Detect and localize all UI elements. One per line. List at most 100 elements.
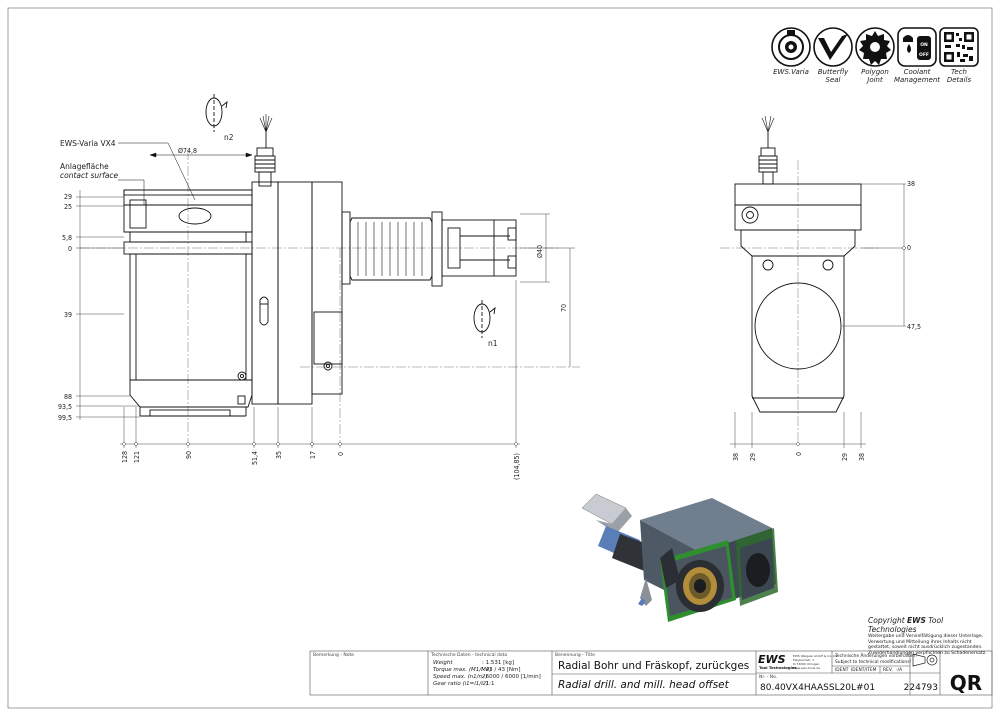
side-right-dimension-labels: 38 0 47,5 [907, 180, 921, 331]
icon-label-polygon-1: Polygon [861, 68, 889, 76]
drawing-title-en: Radial drill. and mill. head offset [558, 679, 730, 691]
left-dimension-labels: 29 25 5,8 0 39 88 93,5 99,5 [58, 193, 72, 422]
left-dim: 0 [68, 245, 72, 253]
coolant-off-text: OFF [919, 52, 929, 58]
part-no-label: Nr. - No. [759, 674, 777, 680]
side-dim: 47,5 [907, 323, 921, 331]
tech-row-value: : 1.531 [kg] [482, 660, 514, 666]
sheet-border [7, 7, 993, 709]
copyright-brand: EWS [907, 616, 926, 625]
company-address: D-73066 Uhingen [793, 662, 819, 666]
copyright-line: Zuwiderhandlungen verpflichten zu Schade… [868, 650, 987, 656]
rotation-n1-symbol [473, 300, 496, 338]
icon-label-tech-2: Details [947, 76, 972, 84]
side-dim: 38 [732, 453, 740, 461]
tech-details-qr-icon [939, 27, 979, 67]
left-dim: 29 [64, 193, 72, 201]
ews-varia-icon [771, 27, 811, 67]
copyright-notice: Copyright EWS Tool Technologies Weiterga… [868, 616, 993, 656]
company-logo: EWS Tool Technologies EWS Weigele GmbH &… [758, 653, 838, 670]
projection-symbol-icon [912, 653, 938, 667]
side-bottom-dimension-labels: 38 29 0 29 38 [732, 452, 866, 461]
contact-label-de: Anlagefläche [60, 162, 109, 171]
copyright-line: gestattet, soweit nicht ausdrücklich zug… [868, 645, 983, 651]
icon-label-ews-varia: EWS.Varia [773, 68, 809, 76]
front-view [76, 94, 580, 448]
rev-value: -/A [896, 667, 902, 673]
contact-label-en: contact surface [60, 171, 119, 180]
bottom-dim: 35 [275, 451, 283, 459]
copyright-title: Copyright EWS Tool Technologies [868, 616, 993, 634]
part-number: 80.40VX4HAASSL20L#01 [760, 683, 875, 693]
part-label: EWS-Varia VX4 [60, 139, 116, 148]
coolant-on-text: ON [920, 42, 928, 48]
qr-mark: QR [950, 671, 982, 695]
right-dim-70: 70 [560, 304, 568, 312]
icon-label-butterfly-2: Seal [826, 76, 841, 84]
icon-label-polygon-2: Joint [865, 76, 883, 84]
icon-label-butterfly-1: Butterfly [818, 68, 849, 76]
side-dim: 29 [841, 453, 849, 461]
title-block [309, 650, 993, 696]
bottom-dim: 121 [133, 451, 141, 463]
bottom-dim: 51,4 [251, 451, 259, 465]
left-dim: 25 [64, 203, 72, 211]
tech-row-value: : 6000 / 6000 [1/min] [482, 674, 541, 680]
polygon-joint-icon [855, 27, 895, 67]
side-dim: 38 [907, 180, 915, 188]
tech-row-label: Torque max. (M1/M2) [433, 667, 492, 673]
ews-logo-text: EWS [758, 653, 786, 666]
id-number: 224793 [904, 683, 938, 693]
left-dim: 39 [64, 311, 72, 319]
side-dim: 0 [907, 244, 911, 252]
rev-label: REV. [883, 667, 893, 673]
tech-row-value: : 1:1 [482, 681, 494, 687]
side-dim: 0 [795, 452, 803, 456]
bottom-dim: 128 [121, 451, 129, 463]
changes-notice-en: Subject to technical modifications! [835, 659, 911, 665]
tech-row-label: Speed max. (n1/n2) [433, 674, 488, 680]
left-dim: 99,5 [58, 414, 72, 422]
left-dim: 88 [64, 393, 72, 401]
tech-data-label: Technische Daten - technical data [430, 652, 507, 658]
bottom-dim: (104,85) [513, 453, 521, 480]
tech-row-label: Weight [433, 660, 453, 666]
diameter-top-dim: Ø74,8 [178, 147, 197, 155]
coolant-management-icon: ON OFF [897, 27, 937, 67]
company-address: EWS Weigele GmbH & Co. KG [793, 654, 838, 658]
drawing-title-de: Radial Bohr und Fräskopf, zurückges [558, 660, 749, 672]
company-address: www.ews-tools.de [793, 666, 820, 670]
copyright-brand-rest: Tool Technologies [868, 616, 944, 634]
isometric-product-render [581, 493, 778, 622]
remarks-label: Bemerkung - Note [313, 652, 354, 658]
icon-label-coolant-1: Coolant [904, 68, 931, 76]
side-dim: 38 [858, 453, 866, 461]
icon-label-tech-1: Tech [951, 68, 967, 76]
rotation-n2-label: n2 [224, 133, 234, 142]
rotation-n2-symbol [205, 94, 228, 132]
copyright-line: Verwertung und Mitteilung ihres Inhalts … [868, 639, 972, 645]
ident-label: IDENT [835, 667, 849, 673]
changes-notice-de: Technische Änderungen vorbehalten! [834, 652, 917, 659]
tech-row-label: Gear ratio (i1=i1/i2) [433, 681, 488, 687]
tech-row-value: : 43 / 43 [Nm] [482, 667, 520, 673]
ident-value: IDENT/ITEM [851, 667, 877, 673]
feature-icons: EWS.Varia Butterfly Seal Polygon Joint O… [771, 27, 979, 84]
company-address: Maybachstr. 1 [793, 658, 814, 662]
bottom-dim: 0 [337, 452, 345, 456]
diameter-spindle-dim: Ø40 [536, 245, 544, 258]
side-dim: 29 [749, 453, 757, 461]
left-dim: 5,8 [62, 234, 72, 242]
title-label: Benennung - Title [555, 652, 595, 658]
tech-data-rows: Weight : 1.531 [kg] Torque max. (M1/M2) … [433, 660, 541, 687]
ews-logo-sub: Tool Technologies [759, 665, 797, 670]
bottom-dimension-labels: 128 121 90 51,4 35 17 0 (104,85) [121, 451, 521, 480]
butterfly-seal-icon [813, 27, 853, 67]
copyright-line: Weitergabe und Vervielfältigung dieser U… [868, 634, 984, 639]
left-dim: 93,5 [58, 403, 72, 411]
icon-label-coolant-2: Management [894, 76, 940, 84]
side-view [720, 115, 906, 448]
rotation-n1-label: n1 [488, 339, 498, 348]
bottom-dim: 17 [309, 451, 317, 459]
